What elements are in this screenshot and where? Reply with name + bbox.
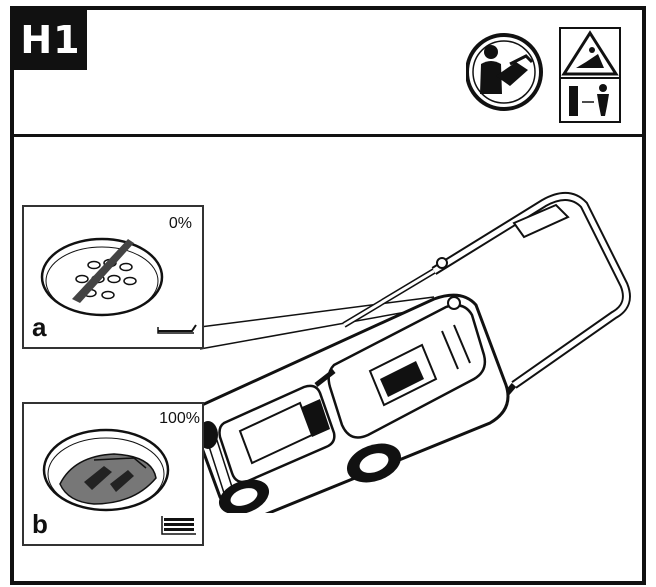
read-manual-icon (466, 33, 543, 111)
safety-distance-icon (559, 77, 621, 123)
grass-bag-empty-icon (40, 237, 197, 334)
fill-level-full-icon (161, 516, 196, 535)
header-icons (466, 24, 636, 124)
lawn-mower-icon (194, 192, 631, 513)
warning-triangle-icon (559, 27, 621, 79)
lawn-mower-illustration (184, 175, 634, 513)
manual-frame: H1 (10, 6, 646, 585)
callout-letter-b: b (32, 509, 48, 539)
fill-percent-a: 0% (168, 215, 192, 232)
step-badge: H1 (14, 10, 87, 70)
page-header: H1 (14, 10, 642, 137)
fill-percent-b: 100% (159, 410, 200, 427)
fill-level-empty-icon (157, 324, 197, 334)
grass-bag-full-icon (42, 428, 196, 535)
callout-a: 0% (22, 205, 204, 349)
callout-b: 100% b (22, 402, 204, 546)
illustration-area: 0% (14, 137, 642, 581)
callout-letter-a: a (32, 312, 47, 342)
